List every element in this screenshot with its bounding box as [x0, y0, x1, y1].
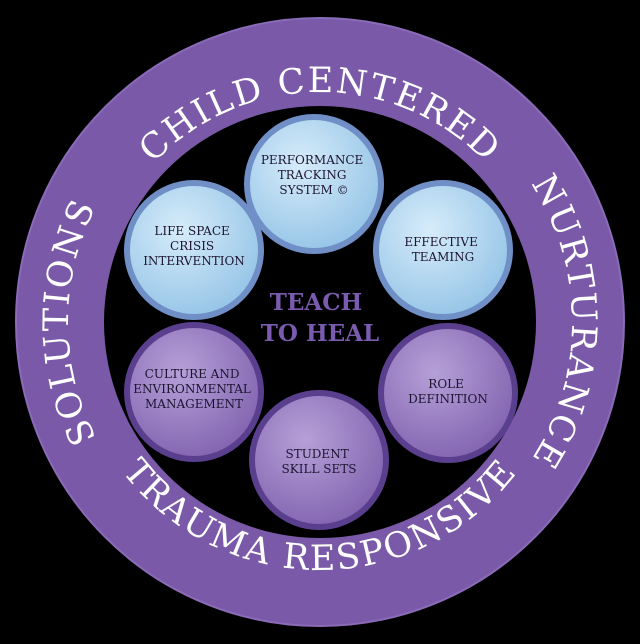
- node-culture-environmental-management: CULTURE AND ENVIRONMENTAL MANAGEMENT: [124, 322, 264, 462]
- node-student-skill-sets: STUDENT SKILL SETS: [249, 390, 389, 530]
- node-life-space-crisis-intervention: LIFE SPACE CRISIS INTERVENTION: [124, 180, 264, 320]
- node-label: PERFORMANCE TRACKING SYSTEM ©: [261, 153, 367, 197]
- node-label: LIFE SPACE CRISIS INTERVENTION: [143, 224, 245, 268]
- node-label: CULTURE AND ENVIRONMENTAL MANAGEMENT: [133, 367, 254, 411]
- node-performance-tracking: PERFORMANCE TRACKING SYSTEM ©: [244, 114, 384, 254]
- node-label: ROLE DEFINITION: [408, 377, 488, 406]
- node-label: EFFECTIVE TEAMING: [404, 235, 481, 264]
- node-effective-teaming: EFFECTIVE TEAMING: [373, 180, 513, 320]
- center-title: TEACH TO HEAL: [261, 289, 379, 347]
- node-role-definition: ROLE DEFINITION: [378, 323, 518, 463]
- node-label: STUDENT SKILL SETS: [282, 447, 357, 476]
